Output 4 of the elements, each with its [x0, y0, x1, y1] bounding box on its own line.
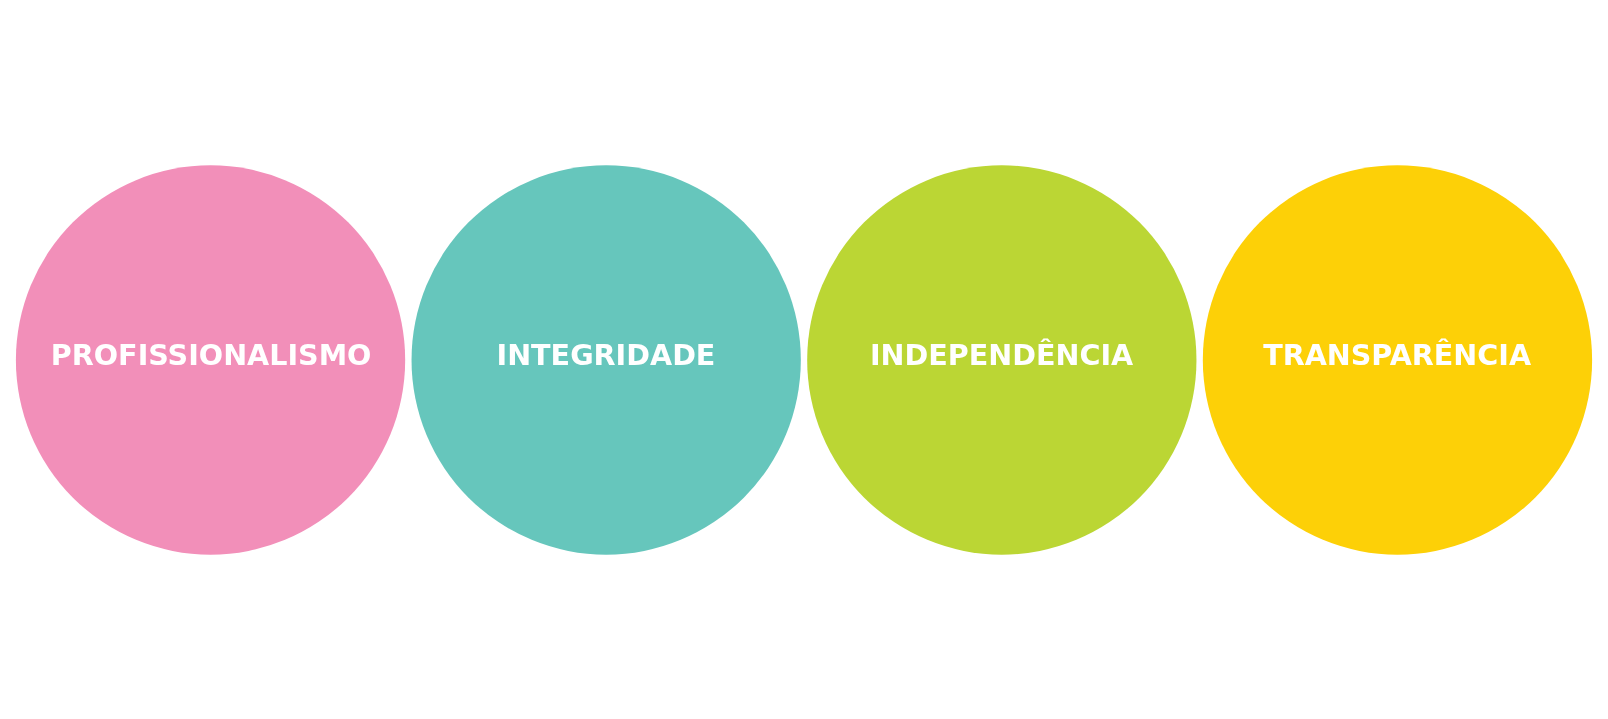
node-circle: INTEGRIDADE [411, 164, 801, 555]
node-circle: INDEPENDÊNCIA [807, 164, 1197, 555]
node-circle: PROFISSIONALISMO [15, 164, 406, 555]
node-circle: TRANSPARÊNCIA [1202, 164, 1593, 555]
